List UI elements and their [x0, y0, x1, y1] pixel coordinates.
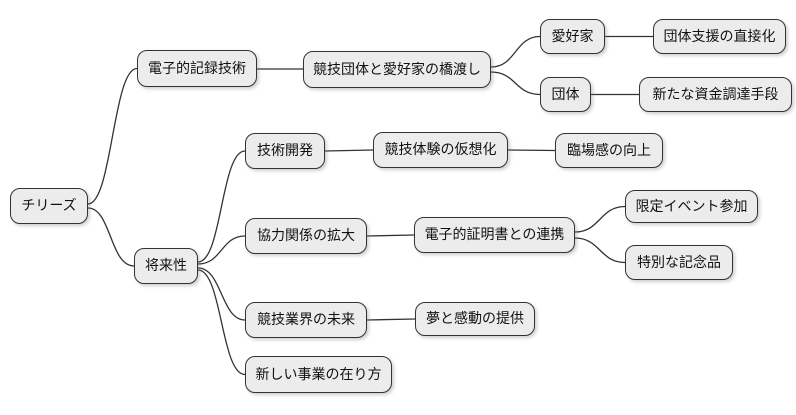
edge-n7-n17 [197, 269, 246, 376]
node-label: チリーズ [21, 198, 77, 214]
node-dreams-and-excitement: 夢と感動の提供 [415, 302, 535, 336]
node-immersion-improvement: 臨場感の向上 [555, 133, 663, 168]
node-future-potential: 将来性 [134, 248, 198, 284]
node-label: 新しい事業の在り方 [255, 366, 382, 383]
node-direct-support: 団体支援の直接化 [653, 19, 786, 54]
edge-n11-n12 [366, 234, 415, 237]
node-new-business-model: 新しい事業の在り方 [245, 356, 392, 393]
edge-root-n1 [87, 67, 138, 205]
node-chiliz: チリーズ [10, 188, 88, 224]
edge-n7-n8 [197, 150, 246, 263]
node-label: 協力関係の拡大 [257, 228, 355, 244]
node-virtual-experience: 競技体験の仮想化 [373, 132, 508, 168]
node-label: 電子的証明書との連携 [424, 227, 565, 243]
node-special-memorabilia: 特別な記念品 [625, 245, 733, 280]
edge-n2-n3 [490, 35, 541, 68]
node-label: 電子的記録技術 [148, 60, 246, 77]
edge-n12-n14 [574, 237, 626, 264]
node-bridge-orgs-fans: 競技団体と愛好家の橋渡し [303, 51, 491, 88]
node-label: 技術開発 [257, 143, 313, 159]
node-label: 限定イベント参加 [635, 198, 748, 215]
node-label: 臨場感の向上 [567, 142, 651, 159]
node-label: 競技体験の仮想化 [384, 142, 497, 158]
edge-n7-n11 [197, 235, 246, 265]
node-new-funding-method: 新たな資金調達手段 [639, 77, 792, 112]
node-label: 夢と感動の提供 [426, 311, 524, 327]
node-fans: 愛好家 [540, 19, 605, 54]
node-exclusive-event-participation: 限定イベント参加 [625, 190, 758, 223]
node-label: 愛好家 [551, 28, 594, 45]
node-label: 競技団体と愛好家の橋渡し [313, 61, 481, 78]
node-organizations: 団体 [540, 77, 591, 112]
node-future-of-sports-industry: 競技業界の未来 [245, 302, 367, 338]
node-electronic-record-tech: 電子的記録技術 [137, 50, 257, 87]
edge-root-n7 [87, 207, 135, 267]
edge-n7-n15 [197, 267, 246, 321]
node-label: 新たな資金調達手段 [652, 86, 779, 103]
edge-n9-n10 [507, 149, 556, 152]
edge-n8-n9 [324, 149, 374, 152]
node-label: 特別な記念品 [637, 254, 721, 271]
node-label: 団体支援の直接化 [663, 28, 776, 45]
node-tech-development: 技術開発 [245, 133, 325, 169]
node-label: 団体 [551, 86, 580, 103]
node-digital-certificate-linkage: 電子的証明書との連携 [414, 217, 575, 253]
node-label: 競技業界の未来 [257, 312, 355, 328]
node-label: 将来性 [145, 258, 187, 274]
edge-n15-n16 [366, 318, 416, 321]
edge-n2-n5 [490, 71, 541, 96]
node-partnership-expansion: 協力関係の拡大 [245, 218, 367, 254]
edge-n12-n13 [574, 205, 626, 233]
